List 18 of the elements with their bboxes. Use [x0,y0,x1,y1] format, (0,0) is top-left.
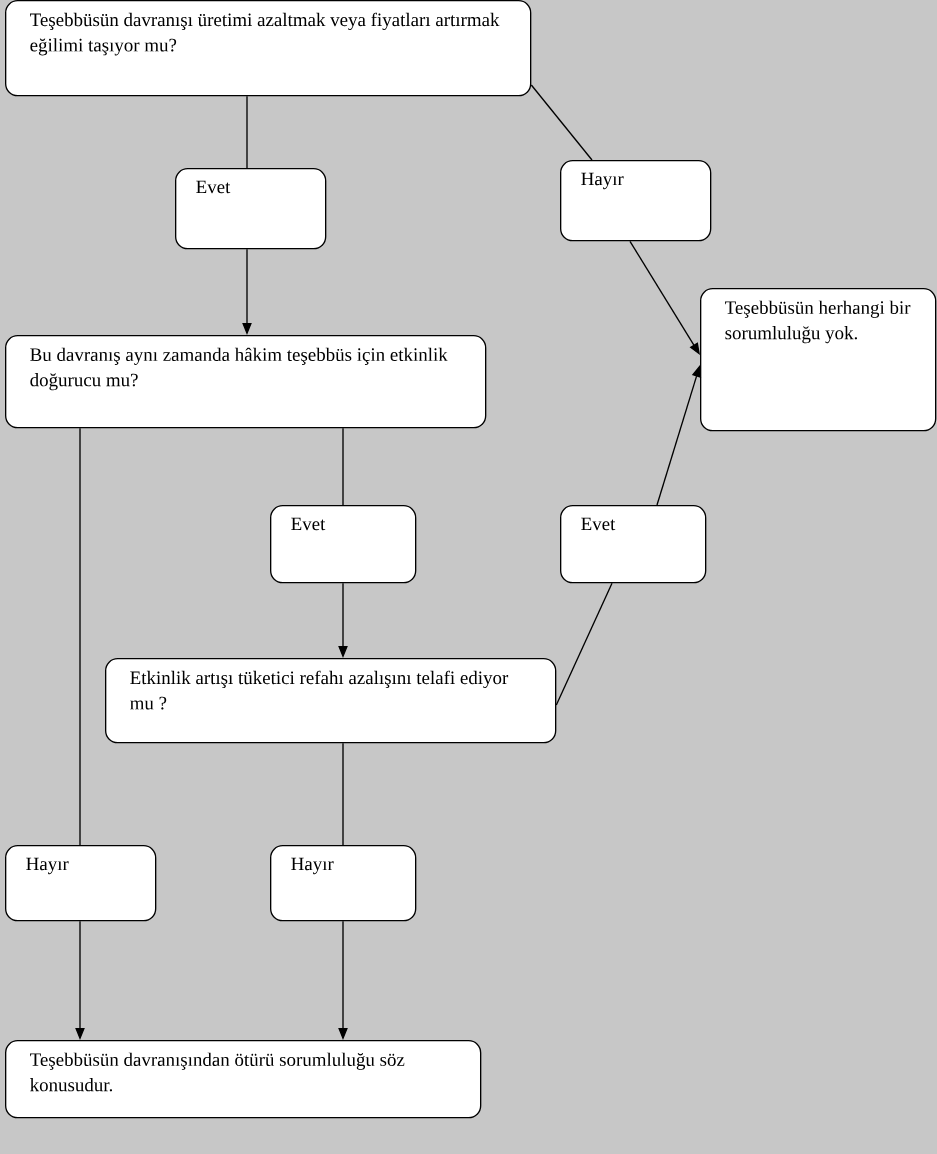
result-box: Teşebbüsün herhangi bir sorumluluğu yok. [700,288,937,432]
answer-box: Hayır [5,845,157,922]
connector-line [342,427,344,506]
answer-box: Evet [175,168,327,250]
answer-box: Evet [270,505,417,584]
connector-line [555,582,613,706]
question-box: Bu davranış aynı zamanda hâkim teşebbüs için etkinlik doğurucu mu? [5,335,487,429]
result-box: Teşebbüsün davranışından ötürü sorumluluğu söz konusudur. [5,1040,482,1119]
question-box: Etkinlik artışı tüketici refahı azalışını telafi ediyor mu ? [105,658,557,744]
connector-line [246,95,248,169]
connector-line [530,84,593,161]
answer-box: Hayır [560,160,712,242]
question-box: Teşebbüsün davranışı üretimi azaltmak veya fiyatları artırmak eğilimi taşıyor mu? [5,0,532,97]
answer-box: Hayır [270,845,417,922]
connector-line [342,742,344,846]
answer-box: Evet [560,505,707,584]
arrow [629,240,700,355]
connector-line [79,427,81,846]
